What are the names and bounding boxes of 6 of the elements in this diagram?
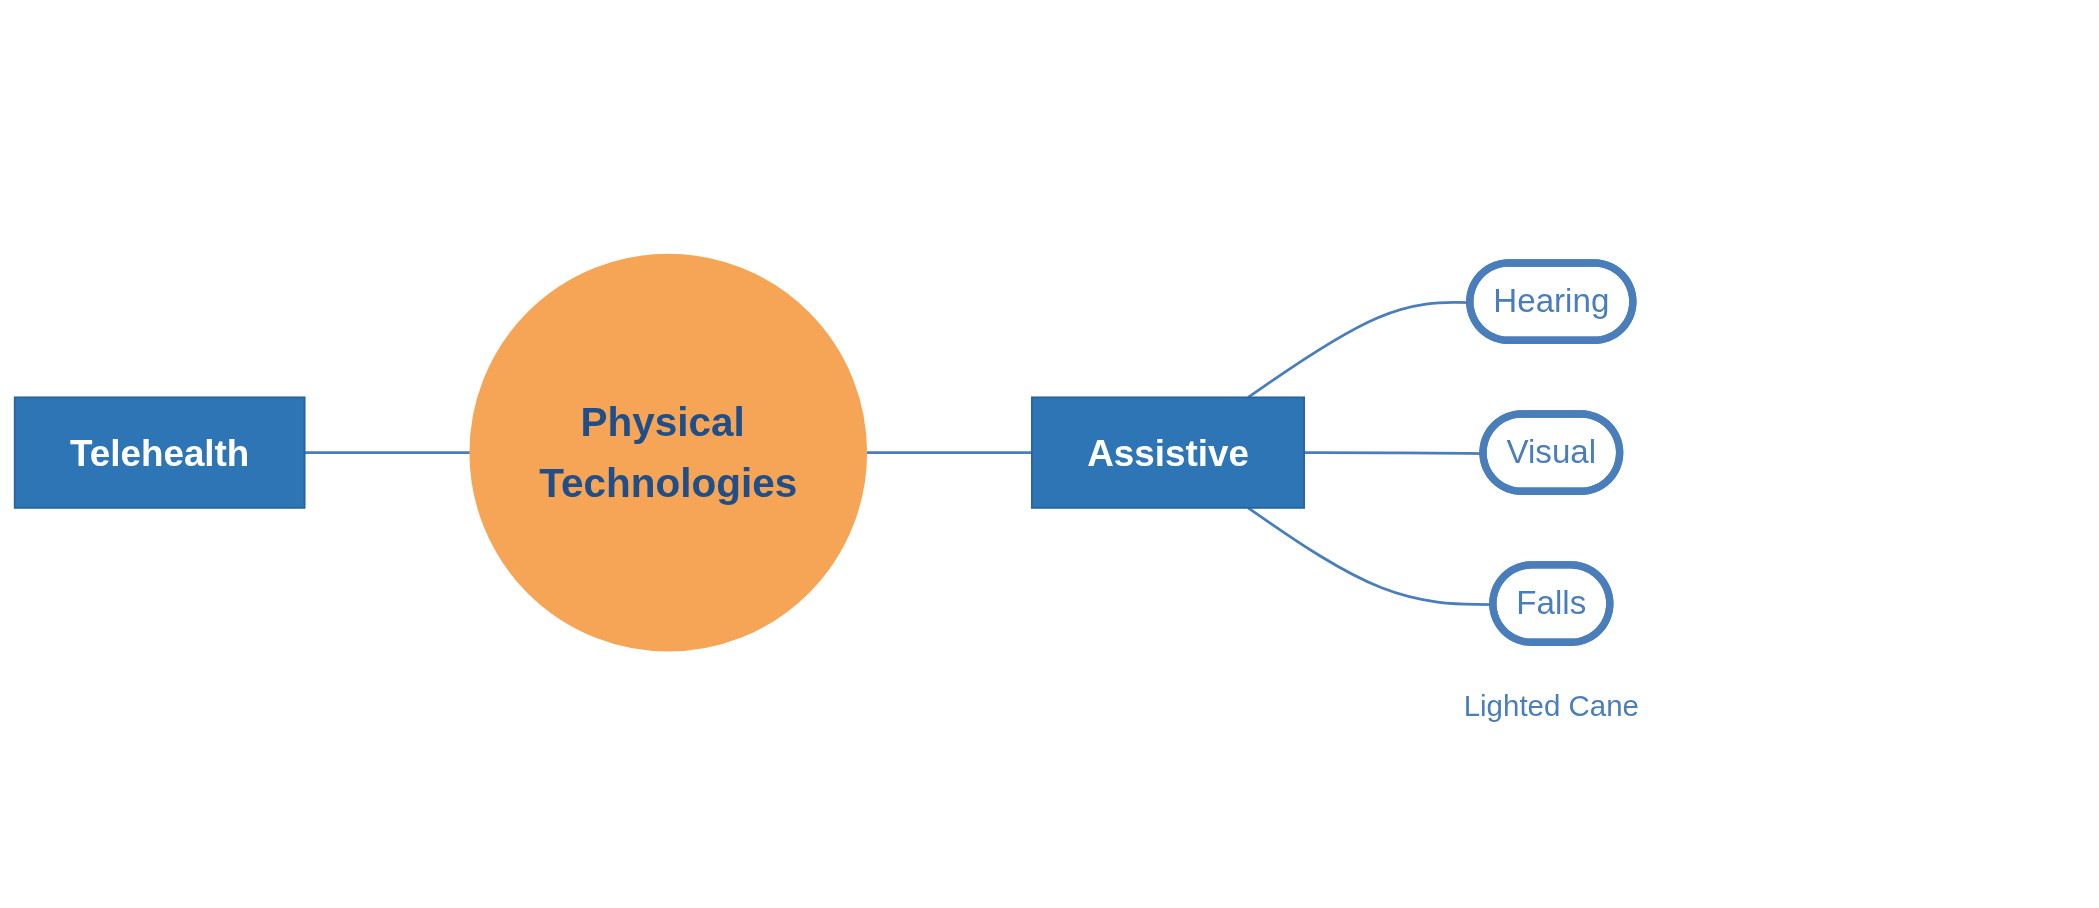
node-box: Telehealth [13,396,306,509]
connector [304,451,471,454]
node-circle: Physical Technologies [469,253,868,652]
node-box: Assistive [1031,396,1306,509]
node-label: Lighted Cane [1463,690,1639,722]
connector [866,451,1032,454]
